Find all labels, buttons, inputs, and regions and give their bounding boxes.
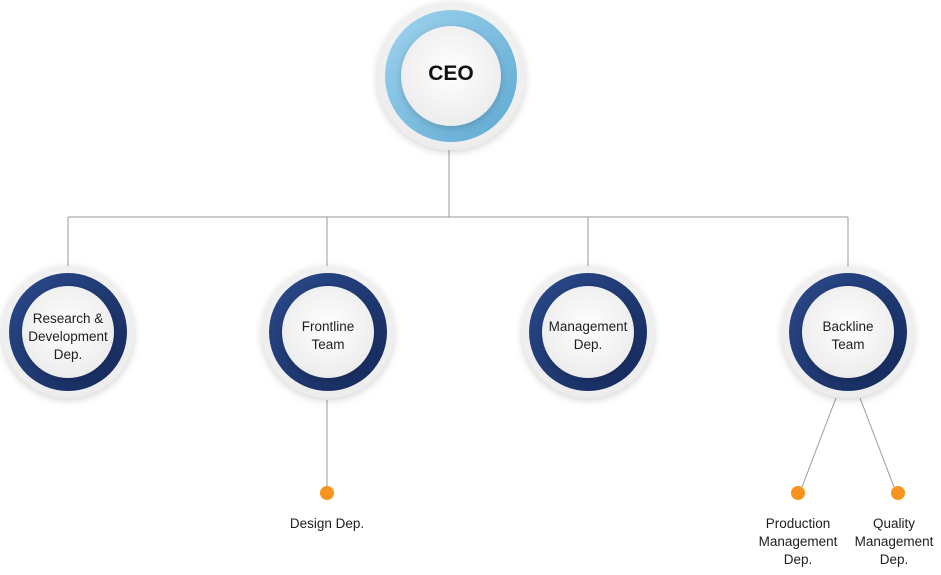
sub-unit-label-production: Production Management Dep.	[758, 516, 838, 567]
leaf-dot-design	[320, 486, 334, 500]
ceo-node	[377, 2, 525, 150]
sub-unit-label-quality: Quality Management Dep.	[854, 516, 934, 567]
connector-quality	[859, 397, 895, 488]
department-node-backline	[782, 266, 914, 398]
connector-production	[801, 397, 837, 488]
ceo-label: CEO	[428, 62, 474, 85]
sub-unit-label-design: Design Dep.	[289, 516, 365, 531]
leaf-dot-production	[791, 486, 805, 500]
department-label-backline: Backline Team	[822, 319, 874, 352]
department-node-management	[522, 266, 654, 398]
department-label-rd: Research & Development Dep.	[28, 311, 108, 362]
department-node-rd	[2, 266, 134, 398]
connectors	[67, 150, 895, 488]
department-label-frontline: Frontline Team	[301, 319, 355, 352]
department-node-frontline	[262, 266, 394, 398]
department-label-management: Management Dep.	[548, 319, 628, 352]
leaf-dot-quality	[891, 486, 905, 500]
